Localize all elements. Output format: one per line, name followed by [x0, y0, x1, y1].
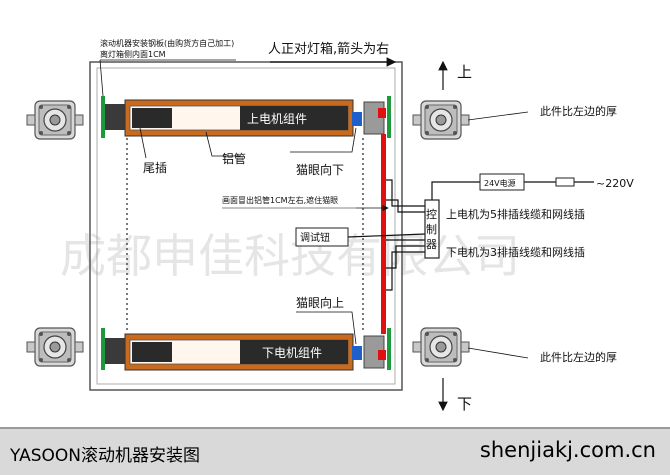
- watermark: 成都申佳科技有限公司: [60, 229, 520, 283]
- controller-label-2: 制: [426, 223, 437, 236]
- up-label: 上: [457, 63, 472, 81]
- cat-eye-down-label: 猫眼向下: [296, 162, 344, 177]
- lower-motor-label: 下电机组件: [262, 346, 322, 360]
- mount-plate-right-bottom: [387, 328, 391, 370]
- bracket-icon-top-right: [412, 100, 470, 140]
- controller-wiring: [347, 179, 594, 291]
- upper-thicker-note: 此件比左边的厚: [540, 104, 617, 118]
- power-box: [479, 173, 525, 191]
- margin-note: 画面冒出铝管1CM左右,遮住猫眼: [222, 195, 338, 205]
- tuning-button-box: [295, 227, 349, 247]
- controller-box: [424, 199, 440, 259]
- lightbox-inner: [96, 67, 396, 385]
- tail-plug-label: 尾插: [143, 161, 167, 175]
- lightbox-outer: [89, 61, 403, 391]
- aluminum-tube-label: 铝管: [222, 151, 246, 166]
- power-box-label: 24V电源: [484, 178, 516, 188]
- install-note-2: 离灯箱侧内面1CM: [100, 49, 166, 59]
- bracket-icon-bottom-left: [26, 327, 84, 367]
- lower-roller-assembly: [105, 333, 386, 371]
- bracket-icon-top-left: [26, 100, 84, 140]
- lower-wiring-label: 下电机为3排插线缆和网线插: [446, 245, 585, 259]
- red-cable: [381, 134, 386, 334]
- footer-title: YASOON滚动机器安装图: [10, 446, 200, 466]
- voltage-label: ~220V: [596, 177, 634, 190]
- mount-plate-left-top: [101, 96, 105, 138]
- tuning-button-label: 调试钮: [300, 231, 330, 244]
- mount-plate-left-bottom: [101, 328, 105, 370]
- footer-bar: YASOON滚动机器安装图 shenjiakj.com.cn: [0, 427, 670, 475]
- down-label: 下: [457, 395, 472, 413]
- direction-note: 人正对灯箱,箭头为右: [268, 41, 389, 57]
- install-note-1: 滚动机器安装钢板(由购货方自己加工): [100, 38, 234, 48]
- fuse-icon: [555, 177, 575, 187]
- lower-motor-body: [240, 340, 348, 364]
- footer-url: shenjiakj.com.cn: [479, 438, 656, 462]
- upper-motor-label: 上电机组件: [247, 112, 307, 126]
- lower-thicker-note: 此件比左边的厚: [540, 350, 617, 364]
- bracket-icon-bottom-right: [412, 327, 470, 367]
- upper-roller-assembly: [105, 99, 386, 137]
- controller-label-1: 控: [426, 207, 437, 221]
- mount-plate-right-top: [387, 96, 391, 138]
- upper-motor-body: [240, 106, 348, 130]
- controller-label-3: 器: [426, 238, 437, 251]
- cat-eye-up-label: 猫眼向上: [296, 295, 344, 310]
- upper-wiring-label: 上电机为5排插线缆和网线插: [446, 207, 585, 221]
